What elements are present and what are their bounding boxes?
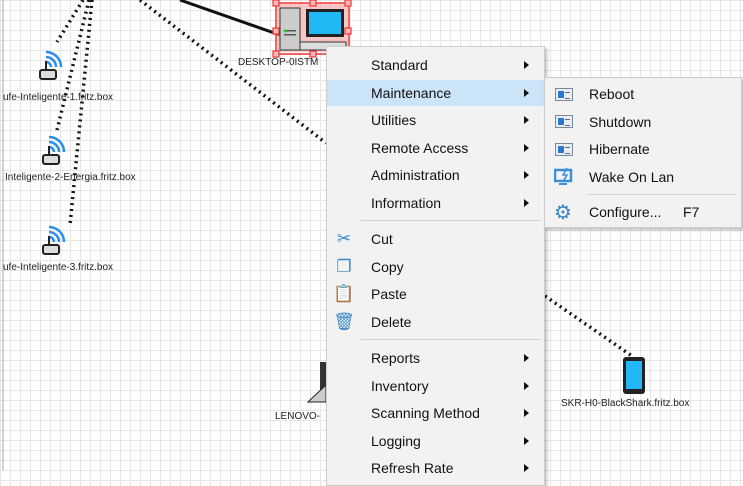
menu-item-administration[interactable]: Administration — [327, 162, 544, 188]
window-icon — [554, 139, 574, 159]
node-label-phone: SKR-H0-BlackShark.fritz.box — [561, 398, 690, 409]
phone-node-icon[interactable] — [623, 357, 645, 394]
submenu-arrow-icon — [524, 116, 529, 124]
paste-icon: 📋 — [333, 284, 355, 303]
menu-item-label: Standard — [371, 57, 428, 73]
wake-on-lan-icon — [554, 167, 574, 187]
submenu-item-configure[interactable]: ⚙ Configure... F7 — [545, 199, 741, 225]
submenu-item-reboot[interactable]: Reboot — [545, 81, 741, 107]
submenu-item-wake-on-lan[interactable]: Wake On Lan — [545, 164, 741, 190]
window-icon — [554, 84, 574, 104]
submenu-arrow-icon — [524, 354, 529, 362]
menu-item-logging[interactable]: Logging — [327, 428, 544, 454]
network-map-canvas[interactable] — [0, 0, 743, 470]
window-icon — [554, 112, 574, 132]
submenu-item-shutdown[interactable]: Shutdown — [545, 109, 741, 135]
menu-item-maintenance[interactable]: Maintenance — [327, 79, 544, 106]
menu-separator — [587, 194, 735, 195]
smart-plug-node-icon[interactable] — [42, 225, 66, 255]
menu-item-label: Utilities — [371, 112, 417, 128]
submenu-arrow-icon — [524, 436, 529, 445]
menu-item-label: Cut — [371, 231, 393, 247]
submenu-item-label: Configure... — [589, 204, 662, 220]
menu-item-label: Administration — [371, 167, 460, 183]
window-glyph — [555, 87, 573, 101]
menu-item-standard[interactable]: Standard — [327, 52, 544, 78]
menu-item-label: Reports — [371, 350, 421, 366]
smart-plug-node-icon[interactable] — [42, 135, 66, 165]
menu-item-utilities[interactable]: Utilities — [327, 107, 544, 133]
wired-connection — [179, 0, 281, 37]
menu-item-label: Paste — [371, 286, 407, 302]
menu-item-inventory[interactable]: Inventory — [327, 373, 544, 399]
submenu-arrow-icon — [524, 464, 529, 472]
node-label-plug-2: Inteligente-2-Energia.fritz.box — [5, 172, 136, 183]
menu-separator — [361, 220, 540, 221]
connection-lines — [55, 0, 633, 358]
node-label-lenovo: LENOVO- — [275, 411, 321, 422]
menu-item-reports[interactable]: Reports — [327, 345, 544, 371]
menu-item-label: Delete — [371, 313, 412, 330]
menu-item-label: Refresh Rate — [371, 460, 454, 476]
laptop-node-icon[interactable] — [306, 362, 327, 403]
trash-icon: 🗑 — [333, 311, 355, 331]
submenu-item-label: Wake On Lan — [589, 168, 675, 185]
desktop-node-icon[interactable] — [272, 0, 352, 58]
node-label-plug-3: ufe-Inteligente-3.fritz.box — [3, 262, 114, 273]
menu-item-cut[interactable]: ✂ Cut — [327, 226, 544, 252]
menu-item-label: Information — [371, 194, 442, 211]
submenu-item-hibernate[interactable]: Hibernate — [545, 136, 741, 162]
submenu-arrow-icon — [524, 198, 529, 207]
submenu-item-label: Hibernate — [589, 141, 650, 157]
scissors-icon: ✂ — [336, 229, 352, 248]
menu-item-label: Logging — [371, 432, 421, 449]
window-glyph — [555, 115, 573, 128]
menu-item-label: Remote Access — [371, 139, 469, 156]
gear-icon: ⚙ — [554, 201, 572, 224]
submenu-item-label: Reboot — [589, 86, 635, 102]
menu-item-information[interactable]: Information — [327, 190, 544, 216]
menu-item-label: Inventory — [371, 377, 429, 394]
submenu-arrow-icon — [524, 381, 529, 390]
node-label-plug-1: ufe-Inteligente-1.fritz.box — [3, 92, 114, 103]
menu-item-refresh-rate[interactable]: Refresh Rate — [327, 455, 544, 481]
shortcut-label: F7 — [683, 204, 700, 220]
submenu-arrow-icon — [524, 143, 529, 152]
copy-icon: ❐ — [336, 256, 352, 276]
submenu-arrow-icon — [524, 409, 529, 417]
submenu-item-label: Shutdown — [589, 113, 652, 130]
menu-separator — [361, 339, 540, 340]
menu-item-paste[interactable]: 📋 Paste — [327, 281, 544, 307]
submenu-arrow-icon — [524, 171, 529, 179]
menu-item-label: Maintenance — [371, 84, 452, 101]
submenu-arrow-icon — [524, 61, 529, 69]
menu-item-delete[interactable]: 🗑 Delete — [327, 309, 544, 335]
submenu-arrow-icon — [524, 88, 529, 97]
node-label-desktop: DESKTOP-0ISTM — [238, 57, 319, 68]
menu-item-remote-access[interactable]: Remote Access — [327, 135, 544, 161]
menu-item-label: Copy — [371, 258, 404, 275]
menu-item-label: Scanning Method — [371, 405, 480, 421]
menu-item-copy[interactable]: ❐ Copy — [327, 254, 544, 280]
menu-item-scanning-method[interactable]: Scanning Method — [327, 400, 544, 426]
window-glyph — [555, 142, 573, 156]
smart-plug-node-icon[interactable] — [39, 50, 63, 80]
